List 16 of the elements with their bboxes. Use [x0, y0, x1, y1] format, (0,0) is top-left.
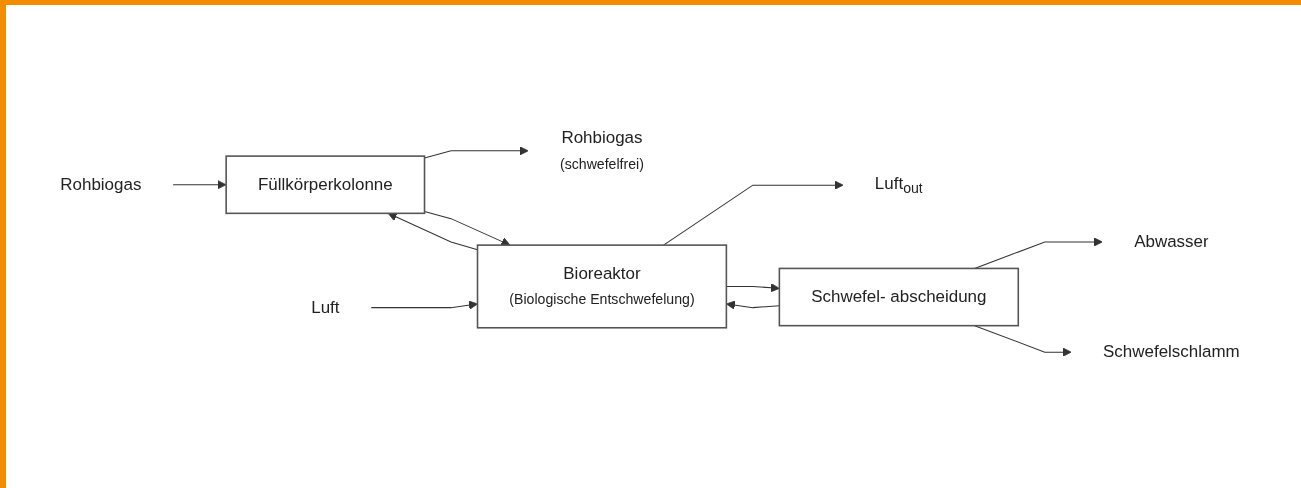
arrow — [663, 180, 844, 246]
node-text: Abwasser — [1134, 232, 1209, 251]
node-box: Bioreaktor (Biologische Entschwefelung) — [476, 244, 728, 329]
node-box: Schwefel- abscheidung — [778, 267, 1020, 327]
arrow — [370, 300, 478, 310]
arrow — [172, 179, 227, 190]
node-text: Rohbiogas — [60, 175, 142, 194]
node-text: Schwefelschlamm — [1103, 342, 1240, 361]
node-text: Luft$_{out}$ — [874, 173, 923, 197]
arrow — [974, 237, 1103, 269]
node-box: Füllkörperkolonne — [225, 155, 426, 214]
arrow — [974, 325, 1072, 357]
node-text: Luft — [311, 297, 340, 316]
arrow — [424, 146, 529, 159]
arrow — [424, 210, 511, 246]
node-text: Rohbiogas (schwefelfrei) — [559, 128, 644, 172]
